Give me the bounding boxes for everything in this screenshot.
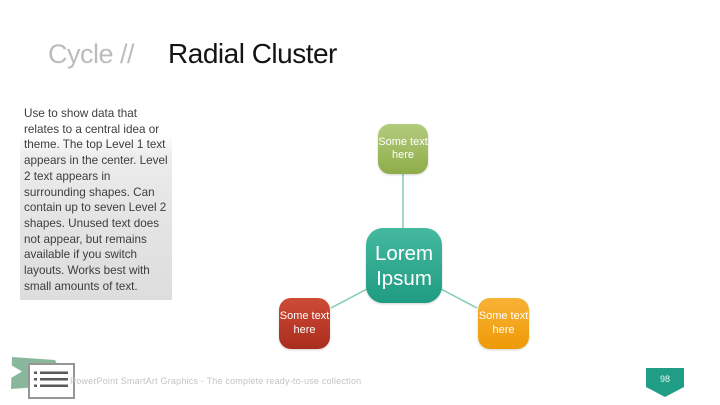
page-title: Radial Cluster [168, 38, 337, 69]
node-label: Some text here [378, 135, 428, 162]
page-number-pennant: 98 [646, 368, 684, 397]
connector-line-bottom-right [440, 288, 478, 309]
node-label: Some text here [478, 310, 529, 336]
diagram-node-top: Some text here [378, 124, 428, 174]
diagram-node-bottom-right: Some text here [478, 298, 529, 349]
description-panel: Use to show data that relates to a centr… [20, 103, 172, 301]
diagram-node-bottom-left: Some text here [279, 298, 330, 349]
diagram-center-node: Lorem Ipsum [366, 228, 442, 303]
connector-line-bottom-left [330, 288, 368, 309]
page-number: 98 [660, 374, 670, 384]
smartart-collection-logo-icon [11, 357, 75, 399]
footer-caption: PowerPoint SmartArt Graphics - The compl… [70, 376, 362, 386]
title-category: Cycle // [48, 39, 135, 69]
node-label: Some text here [279, 310, 330, 336]
center-node-label: Lorem Ipsum [374, 241, 434, 290]
slide-title: Cycle // Radial Cluster [48, 38, 337, 70]
